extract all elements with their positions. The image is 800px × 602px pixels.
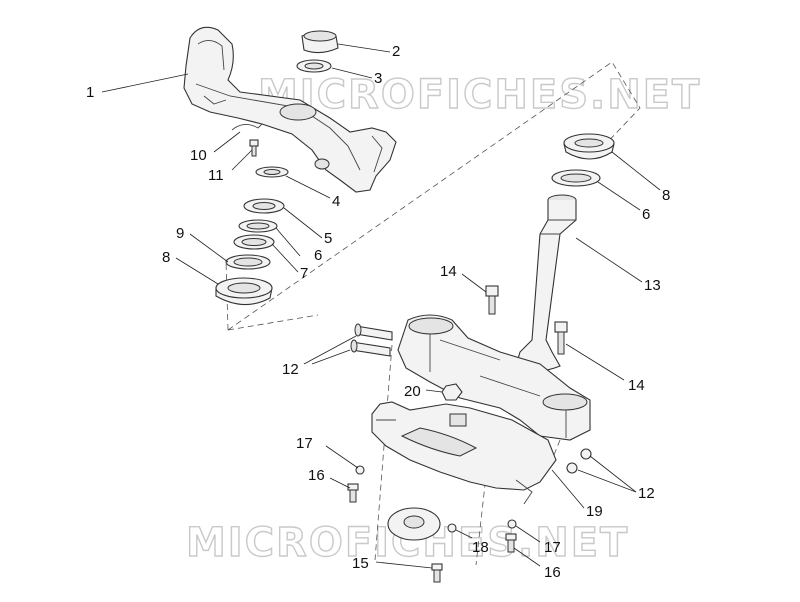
part-19-lower-cover <box>371 401 557 505</box>
part-8-bearing <box>215 277 273 306</box>
part-14-bolt-left <box>485 285 499 315</box>
callout-13: 13 <box>644 277 661 294</box>
part-11-screw <box>249 139 259 157</box>
part-2-nut <box>301 30 339 54</box>
callout-17-right: 17 <box>544 539 561 556</box>
part-18-washer <box>447 523 457 533</box>
part-10-clip <box>231 123 263 131</box>
callout-4: 4 <box>332 193 340 210</box>
part-6-upper-seal <box>551 169 601 187</box>
callout-20: 20 <box>404 383 421 400</box>
part-14-bolt-right <box>554 321 568 355</box>
part-5-ring-nut <box>243 198 285 214</box>
callout-18: 18 <box>472 539 489 556</box>
part-12-bolts-right <box>566 448 592 474</box>
callout-17-left: 17 <box>296 435 313 452</box>
leader-lines <box>101 43 661 569</box>
part-8-upper-bearing <box>563 133 615 160</box>
upper-clamp-bracket <box>183 26 397 193</box>
callout-3: 3 <box>374 70 382 87</box>
part-18-horn-bracket <box>387 507 441 541</box>
callout-12-right: 12 <box>638 485 655 502</box>
part-6-seal <box>238 219 278 233</box>
watermark-top: MICROFICHES.NET <box>258 72 701 118</box>
part-7-washer <box>233 234 275 250</box>
part-15-screw <box>431 563 443 583</box>
callout-6-right: 6 <box>642 206 650 223</box>
part-3-washer-hole <box>304 62 324 70</box>
callout-9: 9 <box>176 225 184 242</box>
part-4-ring <box>255 166 289 178</box>
callout-14-right: 14 <box>628 377 645 394</box>
callout-11: 11 <box>208 167 224 184</box>
part-17-washer-right <box>507 519 517 529</box>
part-9-seal <box>225 254 271 270</box>
callout-19: 19 <box>586 503 603 520</box>
callout-16-right: 16 <box>544 564 561 581</box>
callout-8-right: 8 <box>662 187 670 204</box>
lower-triple-clamp <box>397 314 591 441</box>
callout-5: 5 <box>324 230 332 247</box>
callout-12-left: 12 <box>282 361 299 378</box>
callout-7: 7 <box>300 265 308 282</box>
part-16-screw-left <box>347 483 359 503</box>
callout-1: 1 <box>86 84 94 101</box>
part-12-bolts-left <box>350 323 393 357</box>
callout-10: 10 <box>190 147 207 164</box>
callout-2: 2 <box>392 43 400 60</box>
part-16-screw-right <box>505 533 517 553</box>
callout-8-left: 8 <box>162 249 170 266</box>
callout-6-left: 6 <box>314 247 322 264</box>
callout-16-left: 16 <box>308 467 325 484</box>
callout-14-left: 14 <box>440 263 457 280</box>
callout-15: 15 <box>352 555 369 572</box>
